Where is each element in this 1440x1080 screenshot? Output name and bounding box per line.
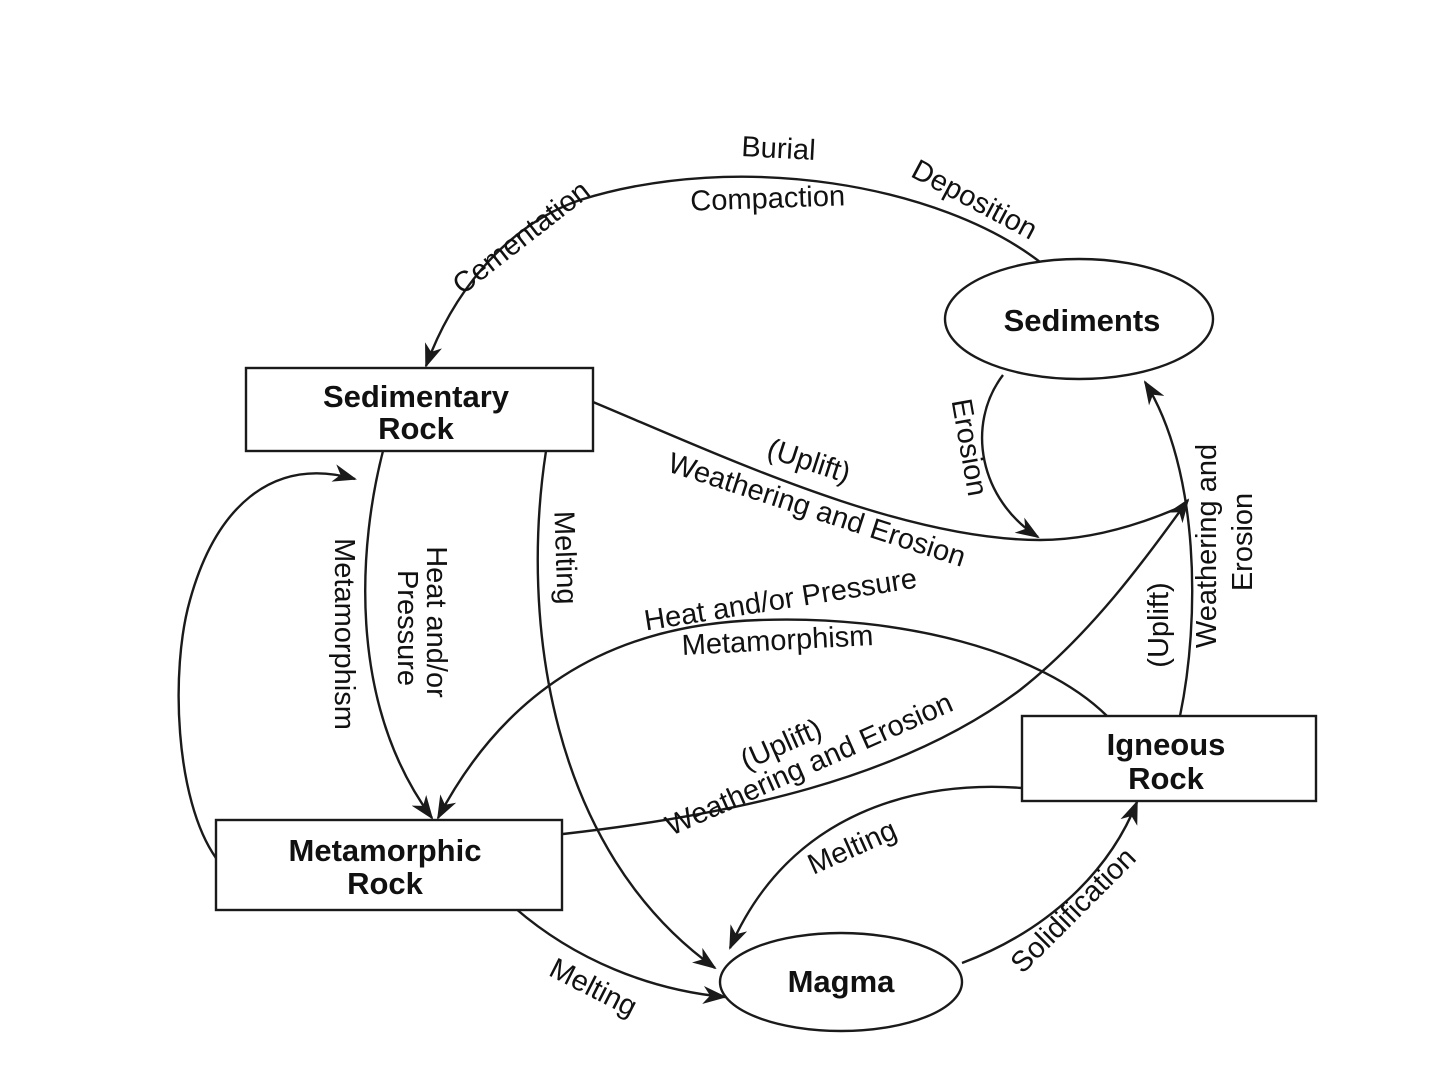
label-sed-melting: Melting	[547, 510, 582, 605]
edge-igneous-to-magma	[728, 785, 1023, 950]
label-burial: Burial	[741, 131, 817, 167]
edge-metamorphic-to-sedimentary	[177, 464, 357, 859]
node-igneous-rock-label-2: Rock	[1128, 761, 1205, 796]
label-deposition: Deposition	[906, 154, 1042, 247]
edge-metamorphic-to-weathering	[562, 498, 1190, 836]
edge-sedimentary-to-magma	[536, 450, 717, 970]
edge-magma-to-igneous	[961, 800, 1139, 965]
node-igneous-rock: Igneous Rock	[1020, 714, 1318, 803]
label-meta-sed-metamorphism: Metamorphism	[328, 538, 360, 730]
label-ign-melting: Melting	[803, 814, 901, 881]
label-ign-weathering-2: Erosion	[1227, 493, 1259, 591]
node-metamorphic-rock-label-1: Metamorphic	[289, 833, 482, 868]
label-ign-weathering-1: Weathering and	[1191, 444, 1223, 648]
edge-igneous-to-metamorphic	[436, 618, 1108, 820]
node-sedimentary-rock: Sedimentary Rock	[244, 366, 595, 453]
edge-sediments-erosion-loop	[981, 374, 1040, 539]
label-sed-meta-heat-2: Pressure	[391, 570, 423, 686]
label-sed-meta-heat-1: Heat and/or	[420, 546, 452, 698]
node-magma-label: Magma	[788, 964, 896, 999]
node-sedimentary-rock-label-2: Rock	[378, 411, 455, 446]
label-cementation: Cementation	[447, 175, 596, 301]
node-sediments: Sediments	[943, 257, 1215, 381]
label-compaction: Compaction	[690, 180, 846, 217]
edge-sedimentary-to-weathering	[592, 400, 1186, 542]
edge-sediments-to-sedimentary-rock	[424, 175, 1041, 368]
node-sediments-label: Sediments	[1004, 303, 1161, 338]
node-metamorphic-rock: Metamorphic Rock	[214, 818, 564, 912]
label-solidification: Solidification	[1005, 842, 1143, 980]
node-magma: Magma	[718, 931, 964, 1033]
label-ign-uplift: (Uplift)	[1143, 582, 1175, 667]
node-metamorphic-rock-label-2: Rock	[347, 866, 424, 901]
edge-metamorphic-to-magma	[514, 907, 727, 1004]
node-sedimentary-rock-label-1: Sedimentary	[323, 379, 510, 414]
edge-sedimentary-to-metamorphic	[364, 450, 434, 820]
edge-igneous-to-sediments	[1143, 380, 1194, 717]
label-meta-melting: Melting	[544, 953, 642, 1024]
node-igneous-rock-label-1: Igneous	[1107, 727, 1226, 762]
label-meta-weathering: Weathering and Erosion	[661, 687, 958, 843]
